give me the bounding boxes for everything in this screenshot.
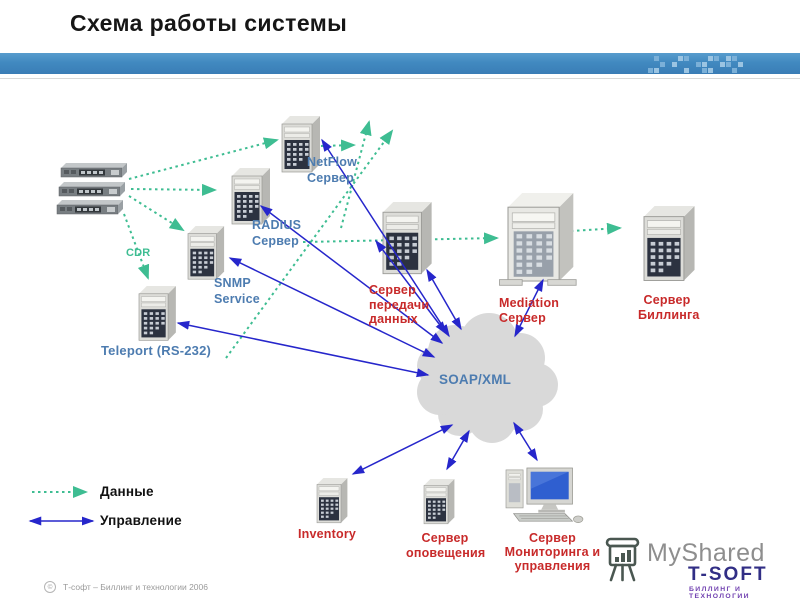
label-billing-server: Сервер Биллинга — [638, 293, 700, 322]
footer-mark-icon: © — [44, 581, 56, 593]
tsoft-tagline: БИЛЛИНГ И ТЕХНОЛОГИИ — [689, 586, 750, 600]
label-netflow-server: NetFlow Сервер — [307, 155, 358, 185]
monitoring-workstation-graphic — [505, 467, 584, 523]
footer: © Т-софт – Биллинг и технологии 2006 — [44, 581, 208, 593]
notification-server-graphic — [423, 478, 455, 525]
mediation-server-graphic — [498, 192, 577, 287]
legend-data-label: Данные — [100, 484, 154, 499]
snmp-server-graphic — [187, 225, 225, 280]
label-inventory-server: Inventory — [298, 527, 357, 541]
mosaic-decoration — [648, 56, 743, 73]
label-monitoring-server: Сервер Мониторинга и управления — [504, 531, 601, 573]
control-arrows — [28, 138, 544, 526]
label-transfer-server: Сервер передачи данных — [369, 283, 430, 326]
footer-text: Т-софт – Биллинг и технологии 2006 — [63, 582, 208, 592]
page-title: Схема работы системы — [70, 10, 348, 36]
legend-control-label: Управление — [100, 513, 182, 528]
myshared-logo-text: MyShared — [647, 539, 765, 567]
transfer-server-graphic — [382, 201, 433, 275]
header-bar — [0, 53, 800, 74]
billing-server-graphic — [643, 205, 696, 282]
label-snmp-service: SNMP Service — [214, 276, 260, 306]
myshared-watermark[interactable]: MyShared T-SOFT БИЛЛИНГ И ТЕХНОЛОГИИ — [600, 531, 780, 600]
label-radius-server: RADIUS Сервер — [252, 218, 302, 248]
flipchart-icon — [605, 537, 640, 582]
label-notification-server: Сервер оповещения — [406, 531, 486, 560]
label-soap-xml: SOAP/XML — [439, 372, 512, 387]
inventory-server-graphic — [316, 477, 348, 524]
radius-server-graphic — [231, 167, 271, 225]
label-teleport: Teleport (RS-232) — [101, 343, 212, 358]
label-cdr: CDR — [126, 247, 151, 259]
divider-line — [0, 78, 800, 79]
switch-stack-graphic — [56, 162, 128, 215]
label-mediation-server: Mediation Сервер — [499, 296, 560, 325]
teleport-server-graphic — [138, 285, 177, 341]
tsoft-logo-text: T-SOFT — [688, 564, 768, 585]
